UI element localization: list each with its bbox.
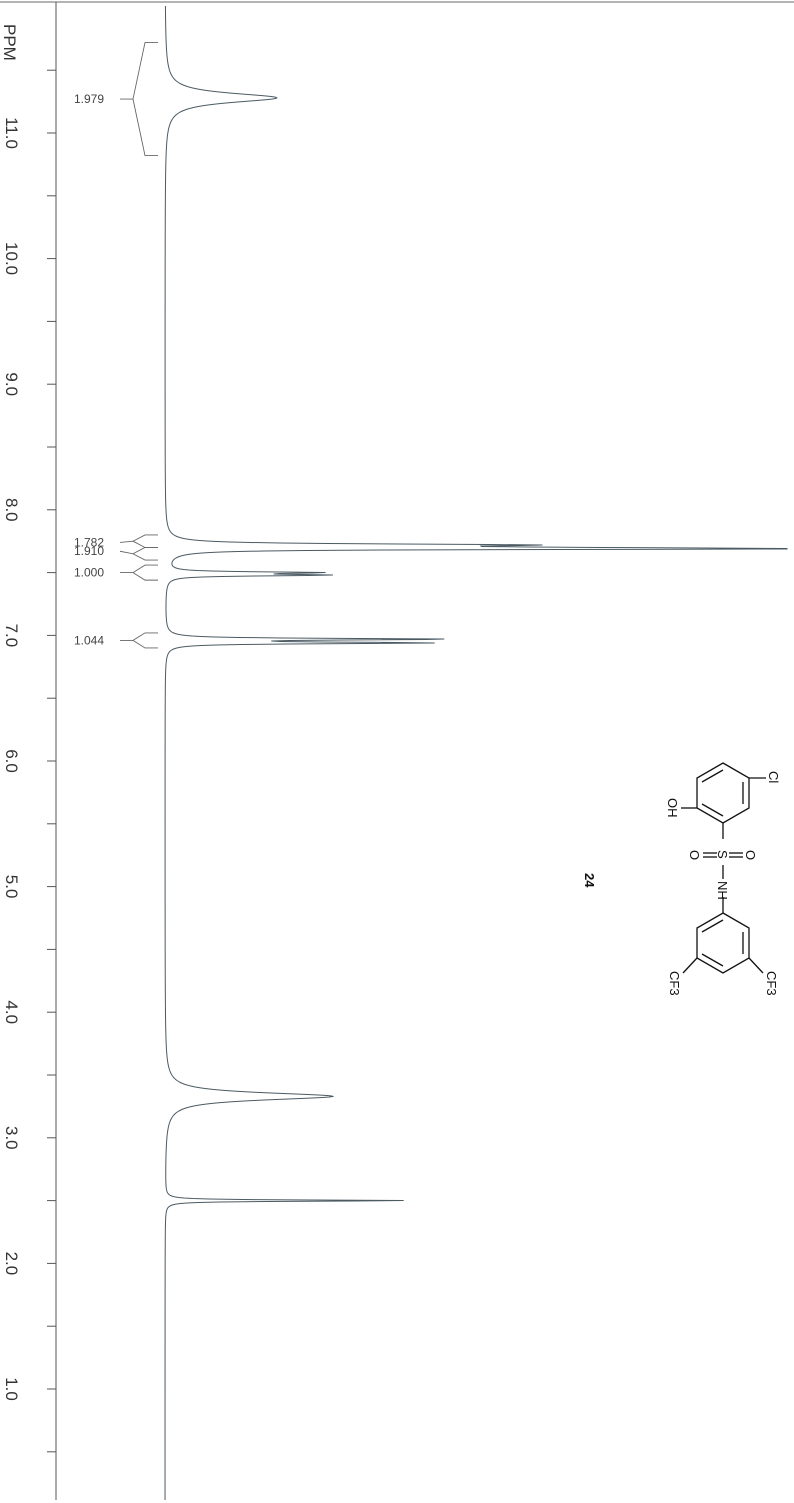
axis-tick-labels: 11.0 10.0 9.0 8.0 7.0 6.0 5.0 4.0 3.0 2.0 1.0 — [2, 117, 21, 1401]
integral-value: 1.000 — [74, 566, 104, 580]
tick-label-text: 10.0 — [2, 242, 21, 275]
tick-label: 8.0 — [2, 498, 21, 522]
ring-a — [696, 762, 750, 824]
tick-label: 2.0 — [2, 1252, 21, 1276]
spectrum-trace — [164, 5, 788, 1500]
tick-label: 10.0 — [2, 242, 21, 275]
tick-label: 5.0 — [2, 875, 21, 899]
tick-label: 3.0 — [2, 1126, 21, 1150]
tick-label-text: 4.0 — [2, 1000, 21, 1024]
compound-number: 24 — [582, 873, 597, 888]
tick-label-text: 3.0 — [2, 1126, 21, 1150]
atom-o2: O — [743, 850, 758, 860]
tick-label: 11.0 — [2, 117, 21, 149]
bond-cf3-bottom — [748, 957, 764, 974]
tick-label-text: 2.0 — [2, 1252, 21, 1276]
tick-label: 4.0 — [2, 1000, 21, 1024]
atom-nh: NH — [715, 881, 730, 900]
ring-b-double-2 — [701, 953, 724, 967]
atom-oh: OH — [665, 798, 680, 818]
tick-label-text: 11.0 — [2, 117, 21, 149]
atom-s: S — [715, 850, 730, 859]
ring-a-double-2 — [701, 803, 724, 817]
atom-cf3-bottom: CF3 — [764, 971, 779, 996]
tick-label: 7.0 — [2, 624, 21, 648]
integral-value: 1.044 — [74, 633, 104, 647]
integral-bracket — [119, 547, 158, 561]
tick-label-text: 8.0 — [2, 498, 21, 522]
atom-cf3-top: CF3 — [667, 971, 682, 996]
integral-value: 1.979 — [74, 92, 104, 106]
integral-bracket — [120, 632, 158, 649]
ring-b-double-3 — [701, 919, 724, 933]
integral-bracket — [120, 42, 158, 157]
axis-label-group: PPM — [0, 24, 19, 61]
integral-bracket — [119, 534, 158, 548]
integral-bracket — [120, 564, 158, 581]
tick-label: 1.0 — [2, 1377, 21, 1401]
ring-b — [696, 912, 750, 974]
tick-label-text: 7.0 — [2, 624, 21, 648]
tick-label-text: 5.0 — [2, 875, 21, 899]
integral-value: 1.782 — [74, 535, 104, 549]
bond-cf3-top — [682, 957, 698, 974]
axis-ticks — [47, 69, 56, 1453]
atom-o1: O — [687, 850, 702, 860]
tick-label: 6.0 — [2, 749, 21, 773]
tick-label: 9.0 — [2, 372, 21, 396]
tick-label-text: 6.0 — [2, 749, 21, 773]
axis-label: PPM — [0, 24, 19, 61]
atom-cl: Cl — [766, 771, 781, 783]
tick-label-text: 9.0 — [2, 372, 21, 396]
ring-a-double-3 — [701, 769, 724, 783]
integral-value: 1.910 — [74, 544, 104, 558]
molecule-structure: Cl OH S O O NH CF3 CF3 24 — [582, 762, 781, 996]
tick-label-text: 1.0 — [2, 1377, 21, 1401]
